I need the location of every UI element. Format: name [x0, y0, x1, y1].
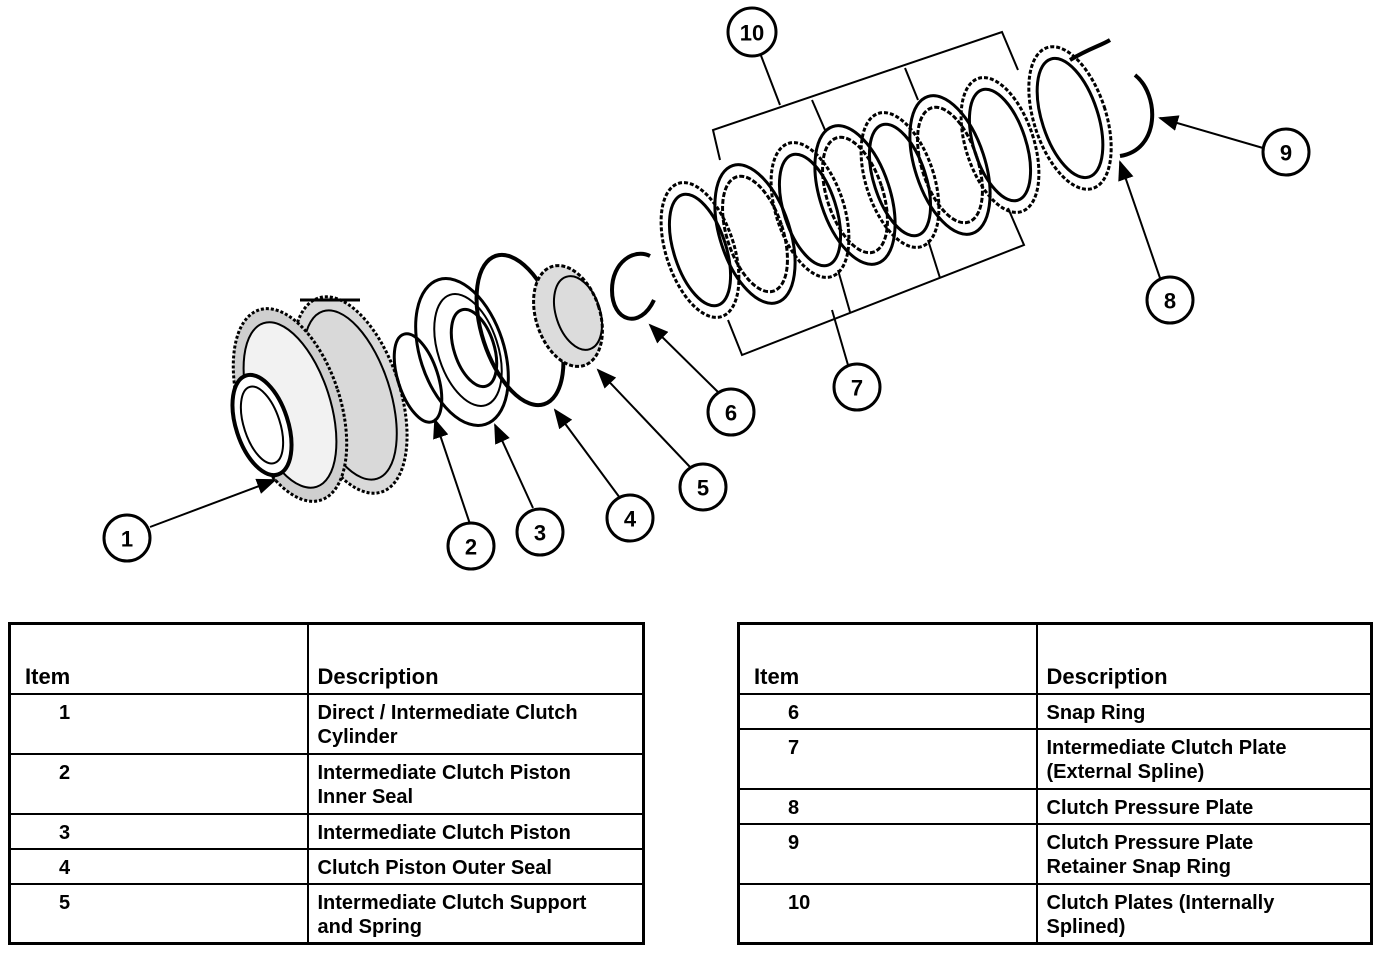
callout-4: 4 — [605, 493, 655, 543]
callout-2: 2 — [446, 521, 496, 571]
item-number: 7 — [737, 727, 1038, 790]
description-line-1: Intermediate Clutch Piston — [317, 761, 571, 784]
table-header-row: Item Description — [737, 622, 1373, 695]
description-line-2: and Spring — [317, 915, 422, 938]
item-number: 6 — [737, 692, 1038, 730]
item-number: 2 — [8, 752, 309, 815]
item-number: 5 — [8, 882, 309, 945]
bracket-10 — [711, 30, 1019, 161]
part-1-clutch-cylinder — [230, 295, 409, 503]
svg-text:3: 3 — [534, 521, 546, 546]
item-number: 4 — [8, 847, 309, 885]
description-line-1: Clutch Plates (Internally — [1046, 891, 1275, 914]
item-header: Item — [737, 622, 1038, 695]
bracket-7 — [727, 207, 1026, 357]
description-line-1: Clutch Pressure Plate — [1046, 831, 1254, 854]
description-line-1: Intermediate Clutch Piston — [317, 821, 571, 844]
description-line-1: Intermediate Clutch Plate — [1046, 736, 1287, 759]
part-3-piston — [414, 277, 510, 427]
svg-text:10: 10 — [740, 21, 764, 46]
table-header-row: Item Description — [8, 622, 645, 695]
description-line-2: (External Spline) — [1046, 760, 1205, 783]
svg-text:2: 2 — [465, 535, 477, 560]
part-8-pressure-plate — [1027, 45, 1113, 191]
item-number: 1 — [8, 692, 309, 755]
item-header: Item — [8, 622, 309, 695]
part-6-snap-ring — [609, 251, 656, 321]
part-5-support-spring — [532, 264, 604, 368]
description-line-1: Direct / Intermediate Clutch — [317, 701, 578, 724]
table-row: 3 Intermediate Clutch Piston — [8, 812, 645, 850]
callout-9: 9 — [1261, 127, 1311, 177]
table-row: 4 Clutch Piston Outer Seal — [8, 847, 645, 885]
item-description: Clutch Pressure Plate — [1035, 787, 1373, 825]
description-line-1: Snap Ring — [1046, 701, 1146, 724]
description-line-2: Cylinder — [317, 725, 398, 748]
part-9-retainer-snap-ring — [1068, 38, 1155, 158]
description-line-2: Retainer Snap Ring — [1046, 855, 1231, 878]
item-number: 9 — [737, 822, 1038, 885]
callout-3: 3 — [515, 507, 565, 557]
callout-5: 5 — [678, 462, 728, 512]
table-row: 8 Clutch Pressure Plate — [737, 787, 1373, 825]
item-number: 8 — [737, 787, 1038, 825]
item-number: 10 — [737, 882, 1038, 945]
callout-7: 7 — [832, 362, 882, 412]
svg-text:6: 6 — [725, 401, 737, 426]
svg-text:9: 9 — [1280, 141, 1292, 166]
exploded-clutch-diagram: 1 2 3 4 5 6 7 8 9 10 — [102, 6, 1311, 571]
svg-text:5: 5 — [697, 476, 709, 501]
svg-text:1: 1 — [121, 527, 133, 552]
callout-8: 8 — [1145, 275, 1195, 325]
item-description: Intermediate Clutch Plate(External Splin… — [1035, 727, 1373, 790]
callout-10: 10 — [726, 6, 778, 58]
item-description: Intermediate Clutch Piston — [306, 812, 645, 850]
parts-table-right: Item Description 6 Snap Ring 7 Intermedi… — [737, 622, 1373, 945]
clutch-plate-stack — [659, 76, 1041, 319]
description-line-1: Clutch Piston Outer Seal — [317, 856, 552, 879]
callout-6: 6 — [706, 387, 756, 437]
svg-text:4: 4 — [624, 507, 637, 532]
parts-table-left: Item Description 1 Direct / Intermediate… — [8, 622, 645, 945]
description-header: Description — [1035, 622, 1373, 695]
part-2-inner-seal — [392, 332, 444, 424]
description-line-1: Intermediate Clutch Support — [317, 891, 587, 914]
svg-text:8: 8 — [1164, 289, 1176, 314]
item-description: Snap Ring — [1035, 692, 1373, 730]
callout-1: 1 — [102, 513, 152, 563]
item-number: 3 — [8, 812, 309, 850]
table-row: 6 Snap Ring — [737, 692, 1373, 730]
description-header: Description — [306, 622, 645, 695]
description-line-2: Inner Seal — [317, 785, 414, 808]
item-description: Clutch Piston Outer Seal — [306, 847, 645, 885]
description-line-2: Splined) — [1046, 915, 1126, 938]
leader-lines — [149, 52, 1264, 528]
table-row: 7 Intermediate Clutch Plate(External Spl… — [737, 727, 1373, 790]
description-line-1: Clutch Pressure Plate — [1046, 796, 1254, 819]
svg-text:7: 7 — [851, 376, 863, 401]
